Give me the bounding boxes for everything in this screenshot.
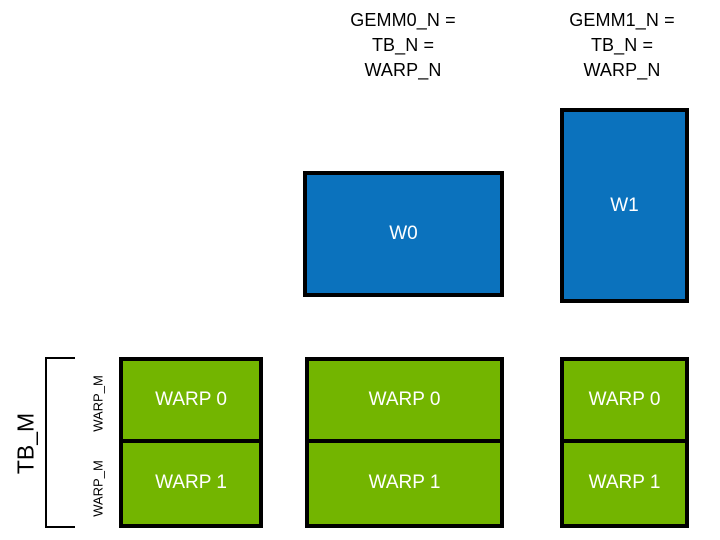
green-warp-cell-label: WARP 1 [155, 472, 227, 494]
green-warp-cell-label: WARP 0 [588, 388, 661, 410]
green-warp-cell: WARP 1 [123, 442, 259, 524]
column-caption-gemm1: GEMM1_N = TB_N = WARP_N [569, 10, 675, 80]
green-warp-column-1: WARP 0 WARP 1 [305, 357, 504, 528]
warp-m-label-row-0: WARP_M [90, 375, 106, 432]
green-warp-cell-label: WARP 0 [155, 388, 227, 410]
green-warp-cell: WARP 1 [564, 442, 685, 524]
green-warp-cell: WARP 0 [309, 361, 500, 443]
green-warp-cell-label: WARP 1 [368, 472, 441, 494]
tb-m-label: TB_M [12, 412, 39, 475]
blue-warp-tile-w1: W1 [560, 108, 689, 303]
column-caption-gemm0: GEMM0_N = TB_N = WARP_N [350, 10, 456, 80]
green-warp-column-2: WARP 0 WARP 1 [560, 357, 689, 528]
warp-m-label-row-1: WARP_M [90, 460, 106, 517]
green-warp-cell-label: WARP 1 [588, 472, 661, 494]
blue-warp-tile-w1-label: W1 [610, 194, 639, 216]
blue-warp-tile-w0: W0 [303, 171, 504, 297]
green-warp-cell: WARP 0 [564, 361, 685, 443]
green-warp-cell: WARP 0 [123, 361, 259, 443]
green-warp-cell: WARP 1 [309, 442, 500, 524]
green-warp-column-0: WARP 0 WARP 1 [119, 357, 263, 528]
blue-warp-tile-w0-label: W0 [389, 223, 418, 244]
green-warp-cell-label: WARP 0 [368, 388, 441, 410]
tb-m-bracket [45, 357, 75, 528]
